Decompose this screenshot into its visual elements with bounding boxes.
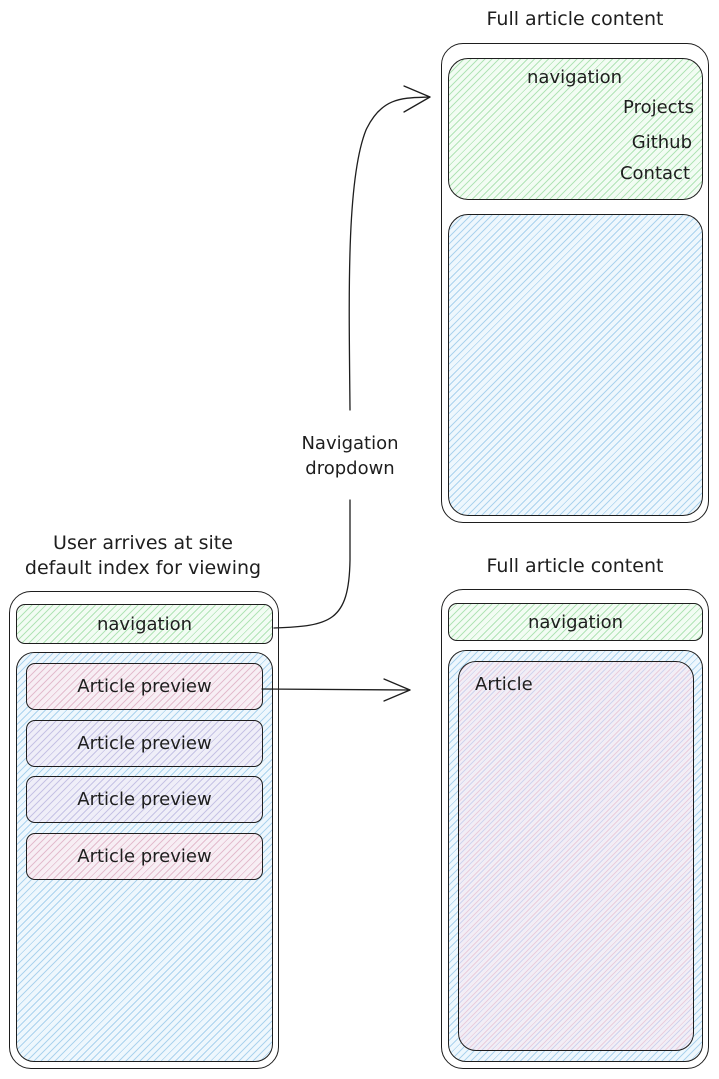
menu-item-github[interactable]: Github [631, 132, 692, 153]
article-content-area [448, 214, 703, 516]
bottom-screen-heading: Full article content [486, 555, 664, 577]
dropdown-navigation-label[interactable]: navigation [527, 67, 623, 88]
navigation-open-screen: navigation Projects Github Contact [441, 43, 709, 523]
arrow-label-line2: dropdown [305, 458, 395, 479]
top-screen-heading: Full article content [486, 8, 664, 30]
article-preview-arrow [261, 688, 411, 691]
left-screen-heading-line2: default index for viewing [24, 557, 262, 579]
menu-item-projects[interactable]: Projects [623, 97, 694, 118]
index-content-area: Article preview Article preview Article … [16, 652, 273, 1062]
article-body: Article [458, 661, 694, 1051]
index-navigation-label: navigation [96, 613, 193, 635]
article-preview-label: Article preview [77, 846, 212, 867]
article-preview-card-4[interactable]: Article preview [26, 833, 263, 880]
navigation-dropdown-panel: navigation Projects Github Contact [448, 58, 703, 200]
article-label: Article [475, 674, 533, 695]
article-preview-card-3[interactable]: Article preview [26, 776, 263, 823]
left-screen-heading-line1: User arrives at site [53, 532, 233, 554]
article-preview-label: Article preview [77, 789, 212, 810]
index-navigation-bar[interactable]: navigation [16, 604, 273, 644]
article-preview-card-1[interactable]: Article preview [26, 663, 263, 710]
arrow-label-line1: Navigation [301, 433, 399, 454]
article-navigation-bar[interactable]: navigation [448, 603, 703, 641]
article-preview-card-2[interactable]: Article preview [26, 720, 263, 767]
article-preview-label: Article preview [77, 733, 212, 754]
menu-item-contact[interactable]: Contact [619, 163, 690, 184]
navigation-dropdown-arrow-upper [348, 96, 431, 411]
article-preview-arrowhead [383, 678, 411, 702]
article-navigation-label: navigation [527, 611, 624, 633]
article-screen: navigation Article [441, 589, 709, 1069]
navigation-dropdown-arrowhead [403, 85, 431, 113]
article-outer-area: Article [448, 650, 703, 1062]
index-screen: navigation Article preview Article previ… [9, 591, 279, 1069]
navigation-dropdown-arrow [273, 499, 351, 629]
article-preview-label: Article preview [77, 676, 212, 697]
